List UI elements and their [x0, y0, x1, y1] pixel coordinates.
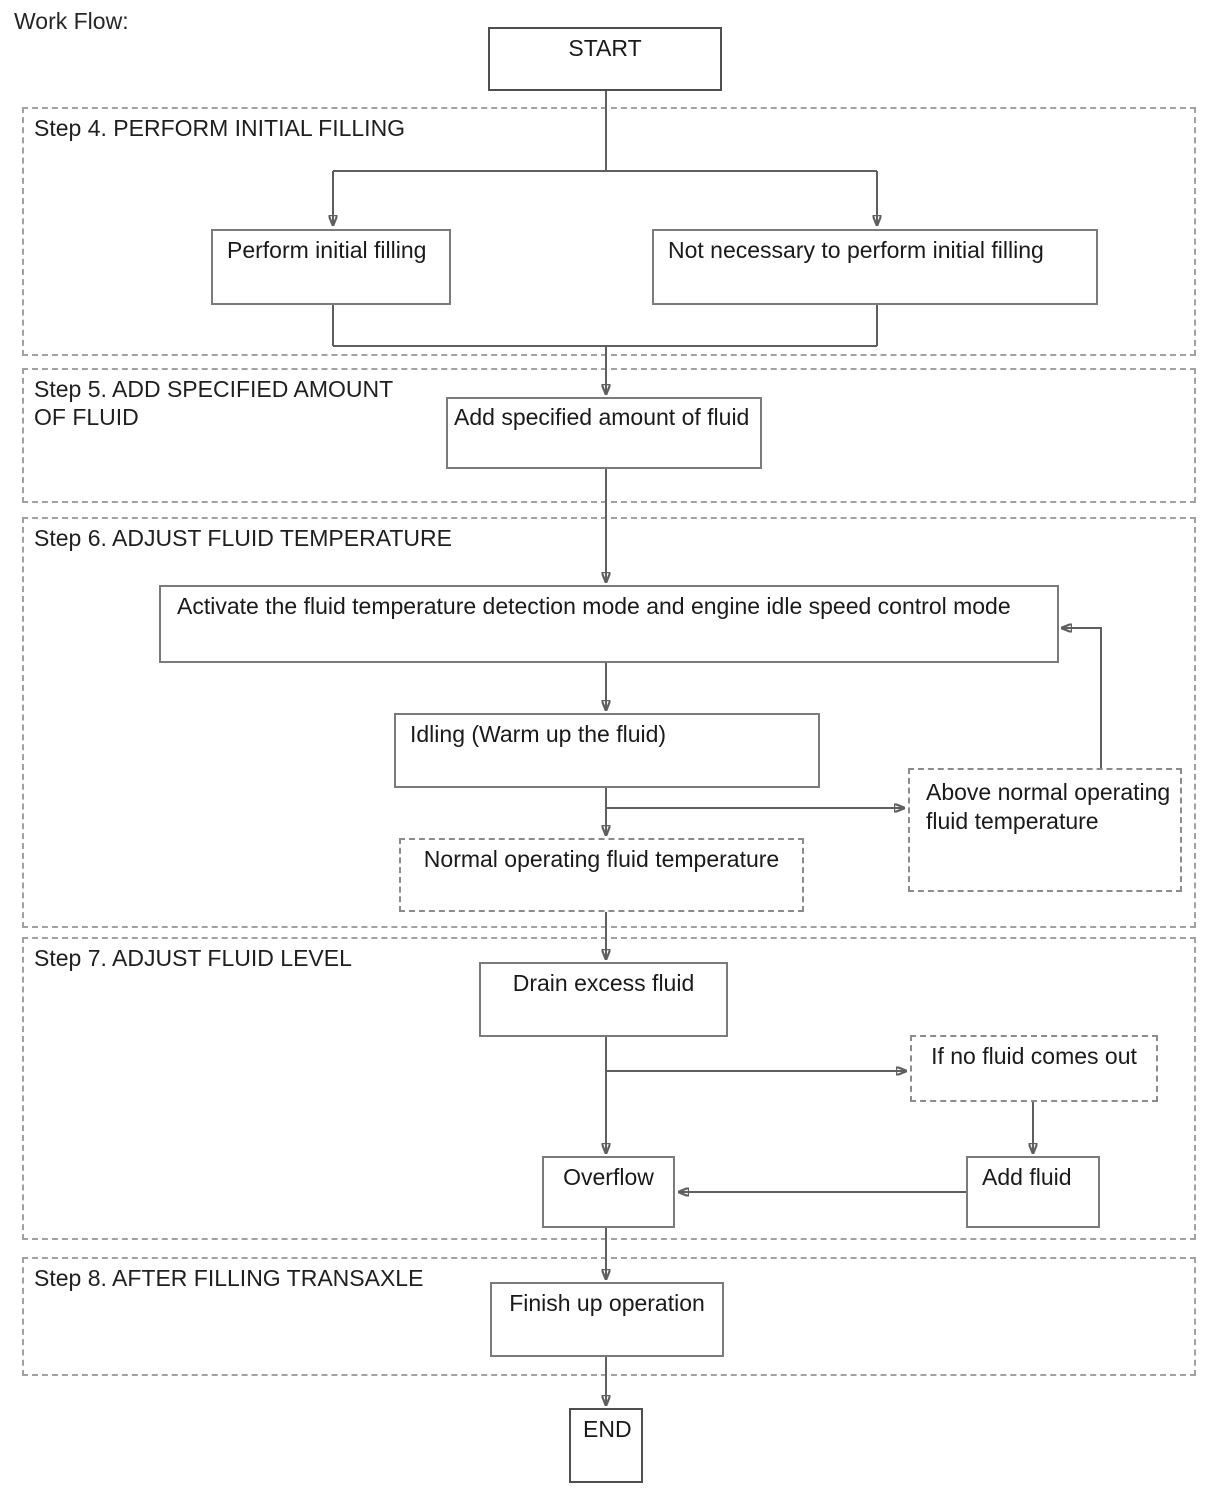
node-add-fluid: Add fluid	[966, 1156, 1100, 1228]
step4-title: Step 4. PERFORM INITIAL FILLING	[34, 115, 406, 141]
node-start: START	[488, 27, 722, 91]
node-drain-excess: Drain excess fluid	[479, 962, 728, 1037]
step8-title: Step 8. AFTER FILLING TRANSAXLE	[34, 1265, 424, 1291]
node-end: END	[569, 1408, 643, 1483]
node-overflow: Overflow	[542, 1156, 675, 1228]
node-activate-mode: Activate the fluid temperature detection…	[159, 585, 1059, 663]
node-add-specified-amount: Add specified amount of fluid	[446, 397, 762, 469]
step5-title: Step 5. ADD SPECIFIED AMOUNT OF FLUID	[34, 376, 393, 430]
node-above-temperature: Above normal operating fluid temperature	[908, 768, 1182, 892]
step7-container: Step 7. ADJUST FLUID LEVEL	[22, 937, 1196, 1240]
step8-container: Step 8. AFTER FILLING TRANSAXLE	[22, 1257, 1196, 1376]
step6-container: Step 6. ADJUST FLUID TEMPERATURE	[22, 517, 1196, 928]
step6-title: Step 6. ADJUST FLUID TEMPERATURE	[34, 525, 452, 551]
step5-container: Step 5. ADD SPECIFIED AMOUNT OF FLUID	[22, 368, 1196, 503]
step7-title: Step 7. ADJUST FLUID LEVEL	[34, 945, 352, 971]
workflow-title: Work Flow:	[14, 8, 129, 34]
node-normal-temperature: Normal operating fluid temperature	[399, 838, 804, 912]
node-finish-up: Finish up operation	[490, 1282, 724, 1357]
node-perform-initial-filling: Perform initial filling	[211, 229, 451, 305]
node-not-necessary: Not necessary to perform initial filling	[652, 229, 1098, 305]
node-idling: Idling (Warm up the fluid)	[394, 713, 820, 788]
node-if-no-fluid: If no fluid comes out	[910, 1035, 1158, 1102]
